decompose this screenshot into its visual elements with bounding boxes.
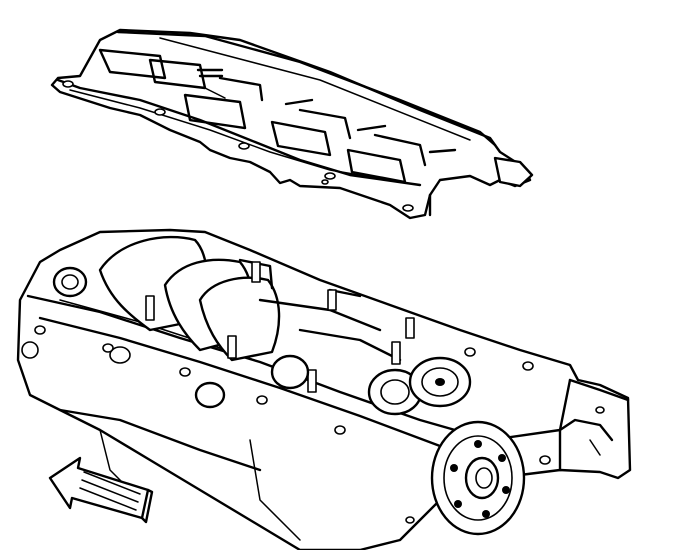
crankshaft-flange: [430, 420, 526, 536]
valley-cover: [50, 28, 534, 220]
timing-gear: [408, 356, 472, 408]
direction-arrow: [48, 456, 154, 524]
valley-cover-plate: [50, 28, 532, 220]
